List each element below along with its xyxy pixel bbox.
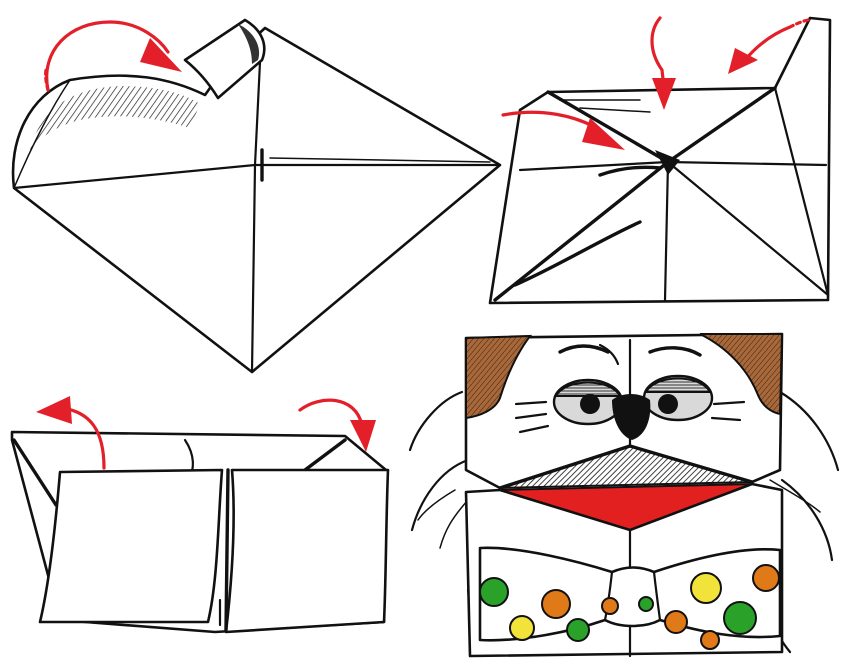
bowtie-dot — [701, 631, 719, 649]
bowtie-dot — [665, 611, 687, 633]
step-3-right-flap — [226, 470, 388, 632]
step-3-left-flap — [40, 470, 222, 622]
step-1-panel — [13, 20, 500, 372]
step-3-panel — [12, 396, 388, 632]
bowtie-dot — [480, 578, 508, 606]
step-1-paper — [13, 28, 500, 372]
step-4-panel — [410, 334, 838, 656]
bowtie-dot — [753, 565, 779, 591]
step-2-panel — [490, 18, 830, 303]
step-2-paper — [490, 18, 830, 303]
bowtie-dot — [724, 602, 756, 634]
bowtie-dot — [510, 616, 534, 640]
bowtie-dot — [639, 597, 653, 611]
bowtie-dot — [691, 573, 721, 603]
cat-left-eye — [554, 380, 622, 424]
bowtie-dot — [602, 598, 618, 614]
bowtie-dot — [542, 590, 570, 618]
bowtie-dot — [567, 619, 589, 641]
cat-right-eye — [644, 376, 712, 420]
